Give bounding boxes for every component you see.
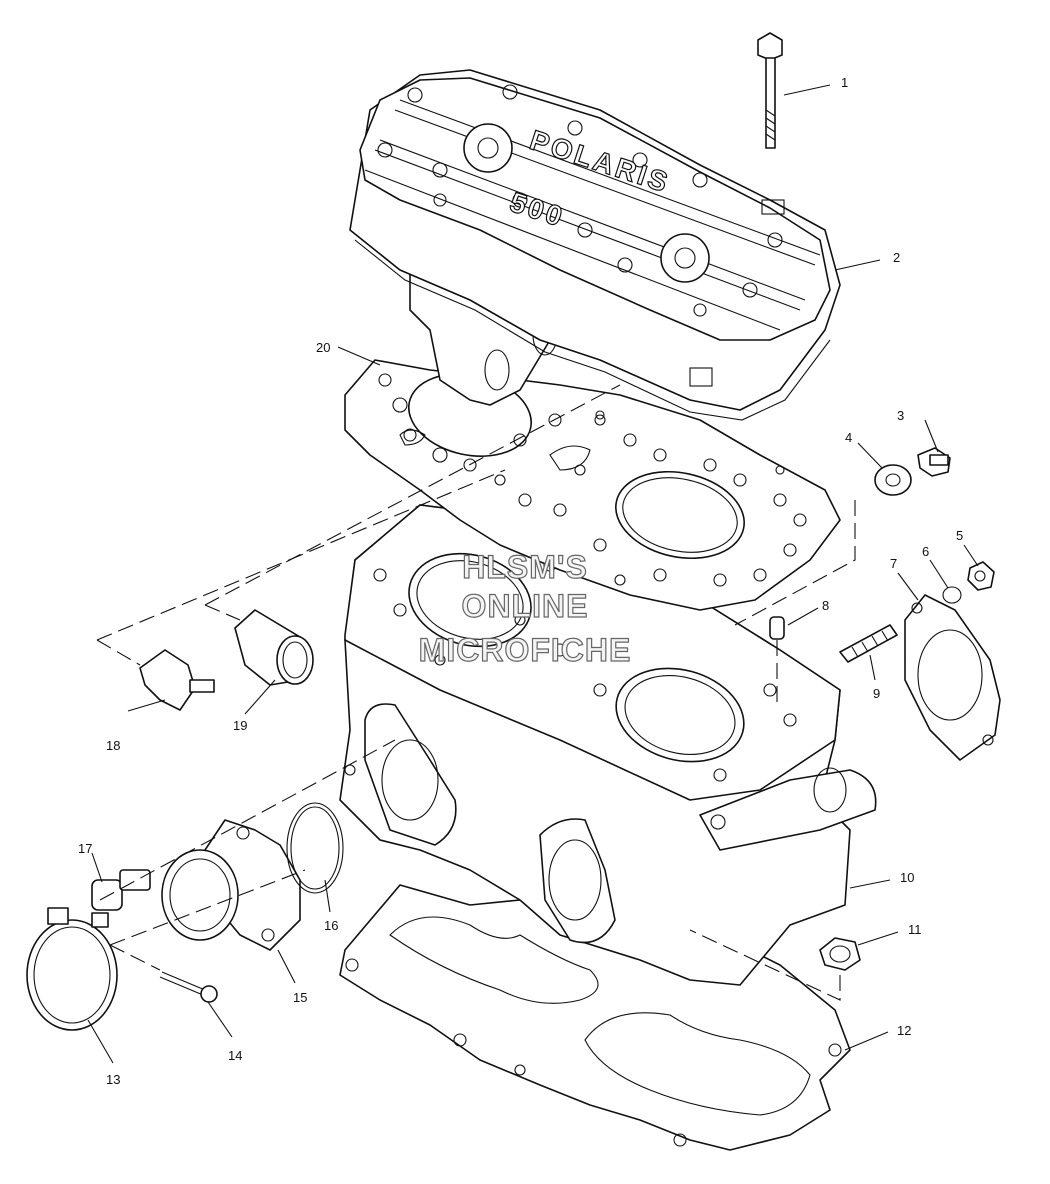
callout-5: 5 (956, 528, 963, 543)
watermark-line-1: HLSM'S (462, 549, 588, 585)
watermark: HLSM'S ONLINE MICROFICHE (418, 548, 632, 668)
plug-sleeve (234, 609, 314, 686)
callout-20: 20 (316, 340, 330, 355)
cylinder-head: POLARIS 500 (349, 69, 841, 421)
washer-4 (874, 464, 912, 496)
fitting-17 (91, 869, 151, 911)
callout-4: 4 (845, 430, 852, 445)
callout-7: 7 (890, 556, 897, 571)
o-ring (286, 802, 344, 894)
head-bolt-holes (377, 84, 783, 317)
callout-15: 15 (293, 990, 307, 1005)
callout-numbers: 1 2 3 4 5 6 7 8 9 10 11 12 13 14 15 16 1… (78, 75, 963, 1087)
lock-washer-6 (942, 586, 962, 604)
callout-2: 2 (893, 250, 900, 265)
clamp-screw (159, 971, 218, 1003)
callout-16: 16 (324, 918, 338, 933)
callout-18: 18 (106, 738, 120, 753)
callout-6: 6 (922, 544, 929, 559)
cylinder-block (339, 504, 877, 986)
callout-14: 14 (228, 1048, 242, 1063)
callout-17: 17 (78, 841, 92, 856)
stud-9 (839, 624, 898, 663)
callout-3: 3 (897, 408, 904, 423)
nut-5 (967, 561, 995, 591)
callout-9: 9 (873, 686, 880, 701)
leader-lines (87, 84, 979, 1064)
callout-19: 19 (233, 718, 247, 733)
assembly-lines (96, 384, 856, 1001)
head-bolt (757, 32, 783, 149)
watermark-line-3: MICROFICHE (419, 632, 632, 668)
callout-11: 11 (908, 922, 922, 937)
callout-10: 10 (900, 870, 914, 885)
watermark-line-2: ONLINE (462, 588, 589, 624)
exhaust-gasket-7 (904, 594, 1001, 761)
temperature-sensor (139, 649, 215, 711)
nut-11 (819, 937, 861, 971)
gasket-holes (378, 373, 807, 587)
callout-12: 12 (897, 1023, 911, 1038)
bolt-3 (917, 447, 951, 477)
callout-8: 8 (822, 598, 829, 613)
outlet-manifold (161, 819, 301, 951)
hose-clamp (26, 907, 118, 1031)
head-gasket (344, 359, 841, 611)
callout-13: 13 (106, 1072, 120, 1087)
dowel-pin-8 (769, 616, 785, 640)
callout-1: 1 (841, 75, 848, 90)
